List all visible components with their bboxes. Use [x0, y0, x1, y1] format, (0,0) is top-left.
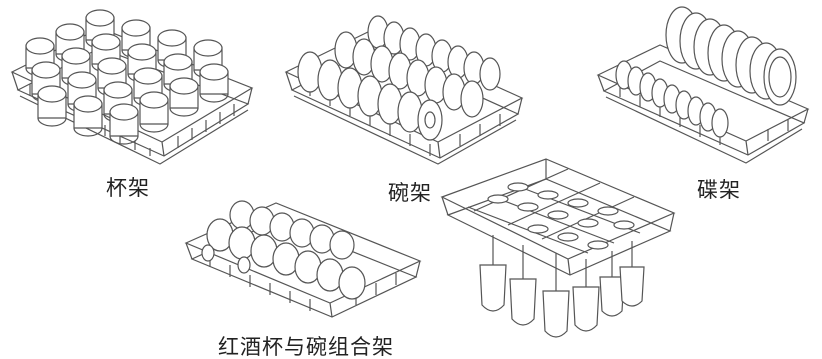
plate-rack-illustration: [590, 5, 815, 170]
cup-rack-illustration: [0, 0, 260, 175]
combo-bowl-rack-illustration: [180, 195, 425, 325]
bowl-rack-illustration: [280, 10, 530, 170]
plate-rack-label: 碟架: [697, 178, 741, 202]
wine-glass-rack-illustration: [438, 155, 678, 355]
cup-rack-label: 杯架: [106, 176, 150, 200]
combo-rack-label: 红酒杯与碗组合架: [218, 335, 394, 359]
bowl-rack-label: 碗架: [388, 181, 432, 205]
